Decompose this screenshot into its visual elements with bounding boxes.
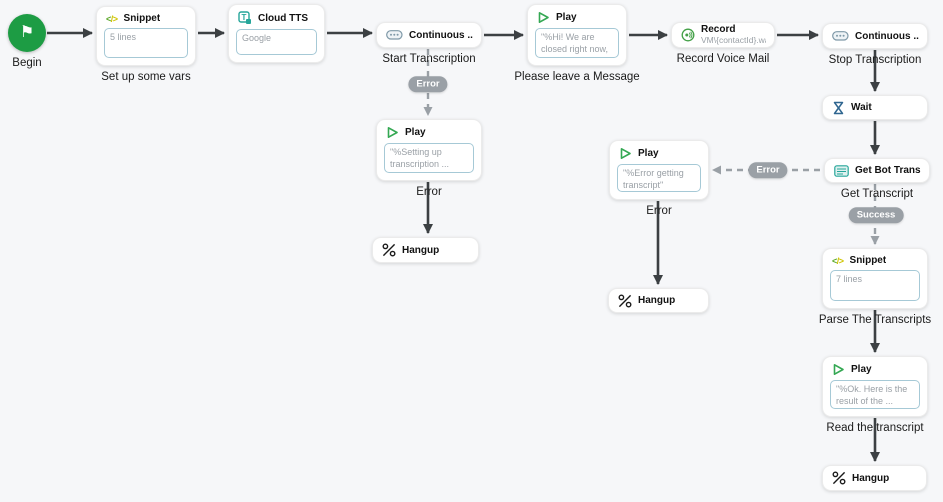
node-snippet-parse[interactable]: </> Snippet 7 lines	[822, 248, 928, 309]
node-caption-record-voicemail: Record Voice Mail	[676, 53, 770, 65]
transcript-card-icon	[834, 164, 849, 177]
node-title: Play	[638, 148, 659, 159]
node-value[interactable]: "%Setting up transcription ...	[384, 143, 474, 173]
node-subtitle: VM\{contactId}.wav	[701, 35, 766, 46]
play-icon	[619, 147, 632, 160]
transcription-icon	[386, 30, 403, 40]
node-title: Snippet	[849, 255, 887, 266]
node-hangup-1[interactable]: Hangup	[372, 237, 479, 263]
code-icon: </>	[106, 13, 118, 24]
node-value[interactable]: "%Ok. Here is the result of the ...	[830, 380, 920, 409]
hangup-icon	[832, 471, 846, 485]
node-hangup-3[interactable]: Hangup	[822, 465, 927, 491]
tts-icon: T	[238, 11, 252, 25]
transcription-icon	[832, 31, 849, 41]
node-value[interactable]: Google	[236, 29, 317, 55]
node-title: Hangup	[852, 472, 890, 484]
node-value[interactable]: "%Hi! We are closed right now, ...	[535, 28, 619, 58]
node-caption-play-error-transcript: Error	[646, 205, 672, 217]
node-caption-get-bot-transcript: Get Transcript	[840, 188, 914, 200]
node-wait[interactable]: Wait	[822, 95, 928, 120]
play-icon	[386, 126, 399, 139]
begin-node[interactable]: ⚑	[8, 14, 46, 52]
node-title: Play	[556, 12, 577, 23]
node-continuous-start[interactable]: Continuous ...	[376, 22, 482, 48]
node-caption-snippet-parse: Parse The Transcripts	[818, 314, 932, 326]
hangup-icon	[382, 243, 396, 257]
node-value[interactable]: 5 lines	[104, 28, 188, 58]
node-get-bot-transcript[interactable]: Get Bot Transcript	[824, 158, 930, 183]
node-play-closed[interactable]: Play "%Hi! We are closed right now, ...	[527, 4, 627, 66]
play-icon	[537, 11, 550, 24]
node-title: Get Bot Transcript	[855, 165, 921, 176]
node-caption-play-closed: Please leave a Message	[514, 71, 640, 83]
connector-badge-error[interactable]: Error	[408, 76, 448, 92]
hourglass-icon	[832, 101, 845, 115]
node-snippet-setup[interactable]: </> Snippet 5 lines	[96, 6, 196, 66]
node-title: Wait	[851, 102, 872, 113]
node-caption-continuous-stop: Stop Transcription	[828, 54, 922, 66]
node-title: Hangup	[402, 244, 440, 256]
node-caption-begin: Begin	[12, 57, 42, 69]
node-title: Hangup	[638, 295, 676, 306]
node-value[interactable]: "%Error getting transcript"	[617, 164, 701, 192]
flag-icon: ⚑	[19, 24, 35, 41]
connector-badge-success[interactable]: Success	[848, 207, 904, 223]
connector-badge-error[interactable]: Error	[748, 162, 788, 178]
node-play-error-transcript[interactable]: Play "%Error getting transcript"	[609, 140, 709, 200]
node-caption-play-result: Read the transcript	[826, 422, 924, 434]
node-caption-play-setup-error: Error	[416, 186, 442, 198]
node-cloud-tts[interactable]: T Cloud TTS Google	[228, 4, 325, 63]
play-icon	[832, 363, 845, 376]
node-title: Play	[851, 364, 872, 375]
node-title: Cloud TTS	[258, 12, 308, 24]
node-value[interactable]: 7 lines	[830, 270, 920, 301]
node-title: Record	[701, 24, 736, 36]
node-caption-snippet-setup: Set up some vars	[101, 71, 191, 83]
node-play-setup-error[interactable]: Play "%Setting up transcription ...	[376, 119, 482, 181]
node-title: Continuous ...	[409, 29, 473, 41]
node-caption-continuous-start: Start Transcription	[382, 53, 476, 65]
svg-text:T: T	[242, 13, 247, 22]
node-continuous-stop[interactable]: Continuous ...	[822, 23, 928, 49]
record-icon	[681, 28, 695, 42]
node-play-result[interactable]: Play "%Ok. Here is the result of the ...	[822, 356, 928, 417]
hangup-icon	[618, 294, 632, 308]
code-icon: </>	[832, 255, 844, 266]
node-hangup-2[interactable]: Hangup	[608, 288, 709, 313]
node-title: Continuous ...	[855, 30, 919, 42]
node-title: Snippet	[123, 13, 161, 24]
node-title: Play	[405, 127, 426, 138]
